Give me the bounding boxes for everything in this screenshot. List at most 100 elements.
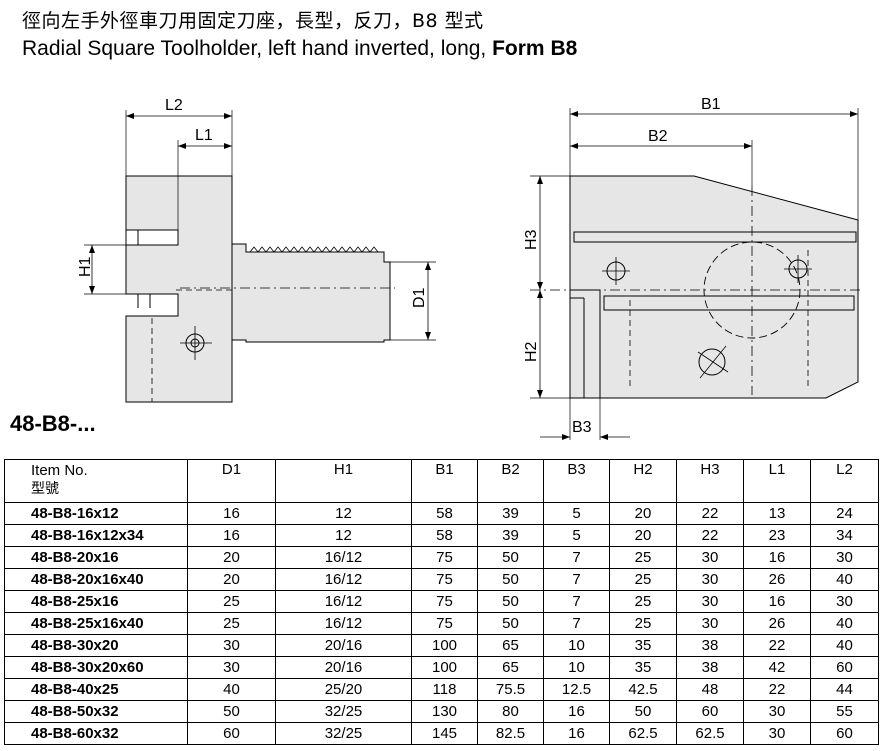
front-view	[530, 108, 860, 440]
cell-d1: 20	[187, 546, 276, 569]
dim-label-l1: L1	[195, 127, 213, 144]
cell-d1: 30	[187, 634, 276, 657]
header-h3: H3	[676, 459, 744, 503]
cell-b3: 5	[543, 502, 610, 525]
cell-h1: 25/20	[275, 678, 412, 701]
cell-b1: 100	[411, 634, 478, 657]
header-b2: B2	[477, 459, 544, 503]
cell-d1: 50	[187, 700, 276, 723]
cell-l1: 13	[743, 502, 811, 525]
cell-l1: 30	[743, 722, 811, 745]
cell-d1: 20	[187, 568, 276, 591]
cell-h3: 30	[676, 546, 744, 569]
cell-l1: 16	[743, 546, 811, 569]
cell-h3: 30	[676, 590, 744, 613]
side-view	[84, 110, 436, 403]
cell-h3: 30	[676, 612, 744, 635]
cell-b2: 50	[477, 612, 544, 635]
cell-d1: 25	[187, 612, 276, 635]
cell-d1: 40	[187, 678, 276, 701]
cell-b3: 7	[543, 612, 610, 635]
cell-l1: 26	[743, 568, 811, 591]
cell-h2: 25	[609, 590, 677, 613]
cell-item: 48-B8-30x20	[4, 634, 188, 657]
cell-l2: 40	[810, 568, 879, 591]
technical-drawing: L2 L1 H1 D1	[77, 96, 860, 440]
cell-b1: 100	[411, 656, 478, 679]
cell-b3: 7	[543, 546, 610, 569]
header-h1: H1	[275, 459, 412, 503]
cell-d1: 16	[187, 502, 276, 525]
spec-table: Item No. 型號 D1 H1 B1 B2 B3 H2 H3 L1 L2 4…	[4, 459, 879, 745]
cell-h2: 42.5	[609, 678, 677, 701]
header-l2: L2	[810, 459, 879, 503]
cell-item: 48-B8-16x12x34	[4, 524, 188, 547]
cell-l2: 60	[810, 722, 879, 745]
cell-h1: 20/16	[275, 634, 412, 657]
cell-b1: 75	[411, 590, 478, 613]
dim-label-h1: H1	[77, 256, 94, 277]
cell-b3: 7	[543, 568, 610, 591]
cell-d1: 60	[187, 722, 276, 745]
cell-h3: 62.5	[676, 722, 744, 745]
header-item-cn: 型號	[31, 481, 59, 497]
cell-b2: 75.5	[477, 678, 544, 701]
cell-b2: 50	[477, 546, 544, 569]
cell-item: 48-B8-60x32	[4, 722, 188, 745]
item-prefix: 48-B8-...	[10, 411, 96, 436]
cell-h1: 12	[275, 502, 412, 525]
cell-h1: 16/12	[275, 590, 412, 613]
dim-label-b1: B1	[701, 96, 721, 113]
cell-item: 48-B8-25x16x40	[4, 612, 188, 635]
cell-b1: 145	[411, 722, 478, 745]
cell-l2: 44	[810, 678, 879, 701]
cell-h2: 25	[609, 612, 677, 635]
cell-l1: 30	[743, 700, 811, 723]
cell-b2: 65	[477, 656, 544, 679]
cell-b3: 7	[543, 590, 610, 613]
cell-b1: 75	[411, 546, 478, 569]
cell-l1: 22	[743, 634, 811, 657]
header-l1: L1	[743, 459, 811, 503]
cell-l2: 34	[810, 524, 879, 547]
cell-h1: 16/12	[275, 546, 412, 569]
cell-b2: 82.5	[477, 722, 544, 745]
cell-l1: 42	[743, 656, 811, 679]
cell-b1: 58	[411, 502, 478, 525]
cell-b2: 80	[477, 700, 544, 723]
cell-h1: 16/12	[275, 568, 412, 591]
cell-b3: 16	[543, 722, 610, 745]
cell-l2: 40	[810, 634, 879, 657]
cell-h2: 62.5	[609, 722, 677, 745]
cell-h2: 25	[609, 568, 677, 591]
cell-l1: 16	[743, 590, 811, 613]
title-english: Radial Square Toolholder, left hand inve…	[22, 37, 577, 61]
cell-h2: 35	[609, 634, 677, 657]
cell-l2: 30	[810, 590, 879, 613]
header-d1: D1	[187, 459, 276, 503]
cell-b3: 5	[543, 524, 610, 547]
dim-label-h2: H2	[523, 341, 540, 362]
title-chinese: 徑向左手外徑車刀用固定刀座，長型，反刀，B8 型式	[22, 10, 484, 32]
cell-h1: 32/25	[275, 722, 412, 745]
cell-h3: 38	[676, 634, 744, 657]
cell-h1: 32/25	[275, 700, 412, 723]
cell-item: 48-B8-40x25	[4, 678, 188, 701]
cell-h1: 20/16	[275, 656, 412, 679]
cell-h2: 20	[609, 524, 677, 547]
dim-label-b2: B2	[648, 128, 668, 145]
header-item-en: Item No.	[31, 462, 88, 479]
cell-l1: 22	[743, 678, 811, 701]
cell-b3: 16	[543, 700, 610, 723]
cell-b3: 12.5	[543, 678, 610, 701]
cell-d1: 25	[187, 590, 276, 613]
cell-h2: 20	[609, 502, 677, 525]
